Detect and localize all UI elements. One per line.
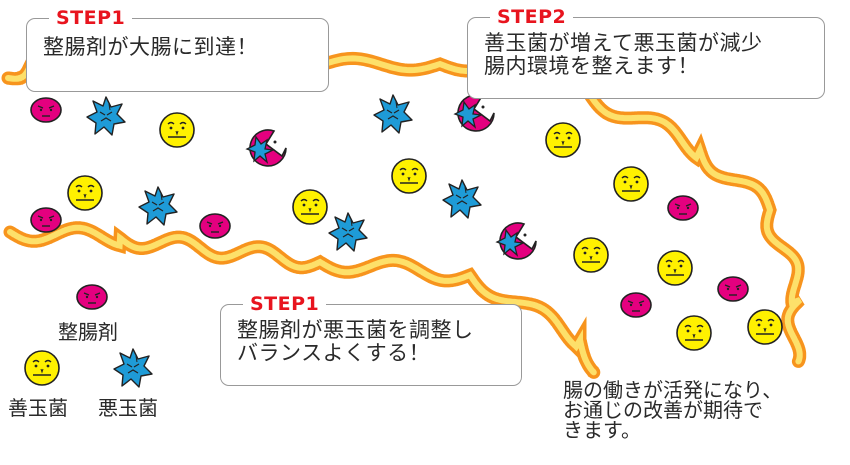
legend-good-bacteria-icon	[24, 350, 60, 386]
good-bacteria-icon	[573, 237, 609, 273]
probiotic-icon	[30, 97, 62, 123]
bad-bacteria-icon	[86, 96, 126, 136]
good-bacteria-icon	[159, 112, 195, 148]
bad-bacteria-icon	[373, 94, 413, 134]
good-bacteria-icon	[67, 175, 103, 211]
result-text: 腸の働きが活発になり、 お通じの改善が期待で きます。	[563, 378, 783, 442]
step1-balance-callout: STEP1 整腸剤が悪玉菌を調整し バランスよくする！	[220, 292, 522, 386]
good-bacteria-icon	[676, 315, 712, 351]
good-bacteria-icon	[292, 189, 328, 225]
probiotic-eating-bacteria-icon	[246, 129, 287, 167]
good-bacteria-icon	[613, 166, 649, 202]
step1-arrival-callout: STEP1 整腸剤が大腸に到達！	[26, 6, 329, 92]
intestine-wall-right	[583, 88, 807, 368]
probiotic-icon	[30, 207, 62, 233]
legend-probiotic-label: 整腸剤	[58, 320, 118, 344]
step2-tag: STEP2	[490, 5, 574, 29]
probiotic-icon	[199, 213, 231, 239]
legend-bad-bacteria-icon	[113, 348, 153, 388]
probiotic-eating-bacteria-icon	[454, 94, 495, 132]
legend-good-bacteria-label: 善玉菌	[8, 396, 68, 420]
step2-text: 善玉菌が増えて悪玉菌が減少 腸内環境を整えます！	[484, 31, 763, 78]
probiotic-icon	[717, 276, 749, 302]
step1-balance-text: 整腸剤が悪玉菌を調整し バランスよくする！	[237, 318, 474, 365]
probiotic-icon	[667, 195, 699, 221]
step1-arrival-text: 整腸剤が大腸に到達！	[43, 35, 258, 59]
legend-bad-bacteria-label: 悪玉菌	[98, 396, 158, 420]
probiotic-icon	[620, 292, 652, 318]
bad-bacteria-icon	[328, 212, 368, 252]
good-bacteria-icon	[545, 122, 581, 158]
good-bacteria-icon	[657, 250, 693, 286]
bad-bacteria-icon	[138, 186, 178, 226]
legend-probiotic-icon	[76, 284, 108, 310]
good-bacteria-icon	[747, 309, 783, 345]
step1-balance-tag: STEP1	[243, 292, 327, 316]
bad-bacteria-icon	[442, 179, 482, 219]
step1-arrival-tag: STEP1	[49, 6, 133, 30]
good-bacteria-icon	[391, 158, 427, 194]
intestine-wall-bottom	[3, 221, 601, 379]
probiotic-eating-bacteria-icon	[496, 222, 537, 260]
step2-callout: STEP2 善玉菌が増えて悪玉菌が減少 腸内環境を整えます！	[467, 5, 825, 99]
